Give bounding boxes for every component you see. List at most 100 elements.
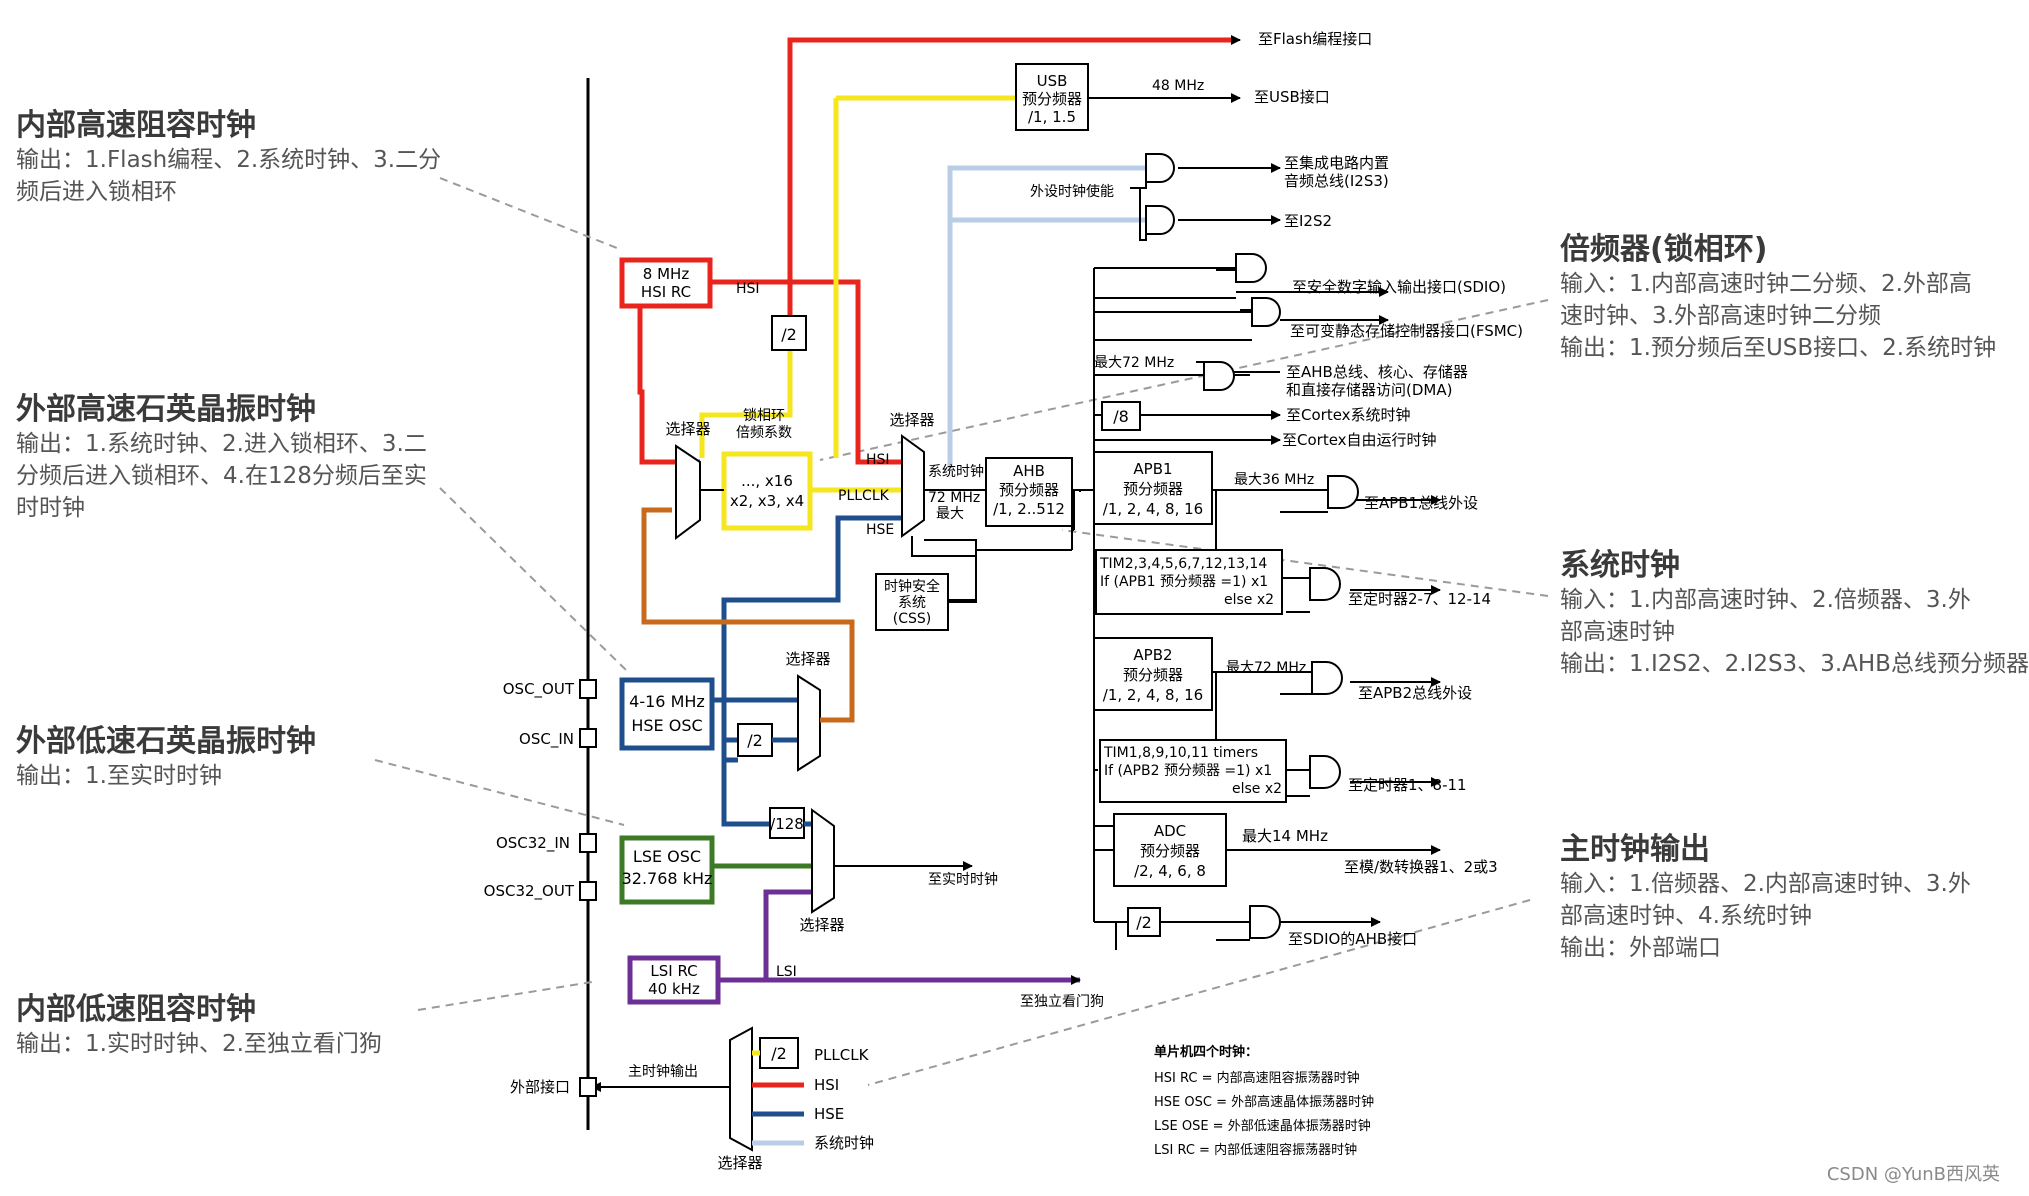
fsmc-gate bbox=[1251, 297, 1281, 327]
apb2-timer-gate bbox=[1309, 755, 1341, 789]
hsi-rc-line2: HSI RC bbox=[641, 283, 691, 301]
usb-48mhz-label: 48 MHz bbox=[1152, 78, 1204, 94]
lse-osc-line1: LSE OSC bbox=[633, 847, 701, 866]
sysclk-hse-label: HSE bbox=[866, 522, 894, 538]
ahb-line1: AHB bbox=[1013, 462, 1045, 480]
lse-annotation-title: 外部低速石英晶振时钟 bbox=[16, 724, 316, 759]
sysclk-pllclk-label: PLLCLK bbox=[838, 488, 890, 504]
i2s3-label-2: 音频总线(I2S3) bbox=[1284, 172, 1389, 190]
pll-source-selector bbox=[675, 444, 701, 540]
tim1-line2: If (APB1 预分频器 =1) x1 bbox=[1100, 574, 1268, 590]
hse-annotation-line: 时时钟 bbox=[16, 495, 85, 521]
osc-out-label: OSC_OUT bbox=[503, 680, 575, 699]
watermark: CSDN @YunB西风英 bbox=[1826, 1164, 2000, 1185]
apb2-max72-label: 最大72 MHz bbox=[1226, 660, 1306, 676]
apb1-periph-label: 至APB1总线外设 bbox=[1364, 494, 1478, 512]
div128-label: /128 bbox=[770, 815, 804, 833]
cortex-div8-label: /8 bbox=[1113, 407, 1129, 426]
pll-label-line1: 锁相环 bbox=[743, 408, 785, 424]
pll-box-line2: x2, x3, x4 bbox=[730, 492, 804, 510]
ahb-line3: /1, 2..512 bbox=[993, 500, 1065, 518]
cortex-div8-box bbox=[1101, 401, 1141, 431]
sdio-ahb-gate bbox=[1249, 905, 1281, 939]
lse-osc-box bbox=[619, 835, 715, 905]
mco-input-sysclk: 系统时钟 bbox=[814, 1134, 874, 1152]
mco-annotation-title: 主时钟输出 bbox=[1560, 832, 1710, 867]
sysclk-wire-label: 系统时钟 bbox=[928, 463, 984, 480]
rtc-output-label: 至实时时钟 bbox=[928, 871, 998, 888]
apb1-line2: 预分频器 bbox=[1123, 480, 1183, 498]
osc-in-pin bbox=[579, 728, 597, 748]
apb1-gate bbox=[1327, 475, 1359, 509]
css-feedback-wire bbox=[911, 536, 977, 603]
usb-pre-line3: /1, 1.5 bbox=[1028, 108, 1076, 126]
css-line2: 系统 bbox=[898, 595, 926, 611]
ahb-max72-label: 最大72 MHz bbox=[1094, 355, 1174, 371]
hsi-annotation-line: 频后进入锁相环 bbox=[16, 179, 177, 205]
pll-annotation-line: 输入：1.内部高速时钟二分频、2.外部高 bbox=[1560, 271, 1972, 297]
osc-out-pin bbox=[579, 679, 597, 699]
osc-in-label: OSC_IN bbox=[519, 730, 574, 749]
lsi-rc-line1: LSI RC bbox=[650, 962, 697, 980]
usb-pre-line2: 预分频器 bbox=[1022, 90, 1082, 108]
lsi-annotation-line: 输出：1.实时时钟、2.至独立看门狗 bbox=[16, 1031, 382, 1057]
pll-selector-label: 选择器 bbox=[665, 420, 710, 438]
sdio-div2-label: /2 bbox=[1136, 913, 1152, 932]
ahb-distribution-bus bbox=[1072, 263, 1389, 941]
hse-osc-box bbox=[619, 677, 715, 751]
apb2-line2: 预分频器 bbox=[1123, 666, 1183, 684]
pll-annotation-line: 输出：1.预分频后至USB接口、2.系统时钟 bbox=[1560, 335, 1997, 361]
sysclk-72mhz: 72 MHz bbox=[928, 490, 980, 506]
adc-line2: 预分频器 bbox=[1140, 842, 1200, 860]
hsi-div2-box bbox=[771, 315, 807, 351]
mco-selector-label: 选择器 bbox=[717, 1154, 762, 1172]
lsi-annotation-title: 内部低速阻容时钟 bbox=[16, 992, 256, 1027]
adc-prescaler-box bbox=[1113, 813, 1227, 887]
div128-box bbox=[769, 807, 805, 839]
pll-label-line2: 倍频系数 bbox=[736, 425, 792, 441]
tim1-line1: TIM2,3,4,5,6,7,12,13,14 bbox=[1099, 556, 1267, 572]
adc-max14-label: 最大14 MHz bbox=[1242, 827, 1328, 845]
sysclk-selector-label: 选择器 bbox=[889, 411, 934, 429]
css-box bbox=[875, 573, 949, 631]
legend: 单片机四个时钟： HSI RC = 内部高速阻容振荡器时钟 HSE OSC = … bbox=[1154, 1044, 1374, 1158]
tim2-line2: If (APB2 预分频器 =1) x1 bbox=[1104, 763, 1272, 779]
mco-input-hse: HSE bbox=[814, 1105, 844, 1123]
hse-selector-label: 选择器 bbox=[785, 650, 830, 668]
usb-output-label: 至USB接口 bbox=[1254, 88, 1330, 106]
mco-div2-label: /2 bbox=[771, 1044, 787, 1063]
lsi-rc-line2: 40 kHz bbox=[648, 980, 700, 998]
osc32-in-label: OSC32_IN bbox=[496, 834, 570, 853]
legend-line: HSI RC = 内部高速阻容振荡器时钟 bbox=[1154, 1070, 1360, 1086]
pll-annotation-title: 倍频器(锁相环) bbox=[1560, 232, 1768, 267]
legend-line: LSI RC = 内部低速阻容振荡器时钟 bbox=[1154, 1142, 1357, 1158]
pll-annotation-line: 速时钟、3.外部高速时钟二分频 bbox=[1560, 303, 1881, 329]
adc-output-label: 至模/数转换器1、2或3 bbox=[1344, 858, 1498, 876]
css-line1: 时钟安全 bbox=[884, 578, 940, 595]
lsi-rc-box bbox=[627, 955, 721, 1005]
osc32-in-pin bbox=[579, 833, 597, 853]
usb-prescaler-box bbox=[1015, 63, 1089, 131]
hse-osc-line2: HSE OSC bbox=[631, 716, 702, 735]
i2s3-gate bbox=[1145, 153, 1175, 183]
mco-input-pllclk: PLLCLK bbox=[814, 1046, 870, 1064]
i2s2-en-wire bbox=[1130, 187, 1147, 241]
cortex-free-label: 至Cortex自由运行时钟 bbox=[1282, 431, 1437, 449]
mco-selector bbox=[729, 1026, 753, 1152]
ahb-line2: 预分频器 bbox=[999, 481, 1059, 499]
sysclk-hsi-label: HSI bbox=[866, 452, 890, 468]
apb2-gate bbox=[1311, 661, 1343, 695]
apb1-timer-box bbox=[1095, 549, 1283, 615]
hse-pll-selector bbox=[797, 674, 821, 772]
sdio-ahb-label: 至SDIO的AHB接口 bbox=[1288, 930, 1417, 948]
apb1-prescaler-box bbox=[1093, 451, 1213, 525]
apb1-line3: /1, 2, 4, 8, 16 bbox=[1103, 500, 1203, 518]
legend-line: HSE OSC = 外部高速晶体振荡器时钟 bbox=[1154, 1094, 1374, 1110]
ext-pin-label: 外部接口 bbox=[510, 1078, 570, 1096]
apb2-timer-box bbox=[1099, 739, 1287, 803]
sysclk-annotation-line: 输入：1.内部高速时钟、2.倍频器、3.外 bbox=[1560, 587, 1971, 613]
mco-annotation-line: 部高速时钟、4.系统时钟 bbox=[1560, 903, 1812, 929]
hse-signal-lines bbox=[712, 515, 910, 1117]
pll-signal-lines bbox=[699, 95, 1016, 1056]
